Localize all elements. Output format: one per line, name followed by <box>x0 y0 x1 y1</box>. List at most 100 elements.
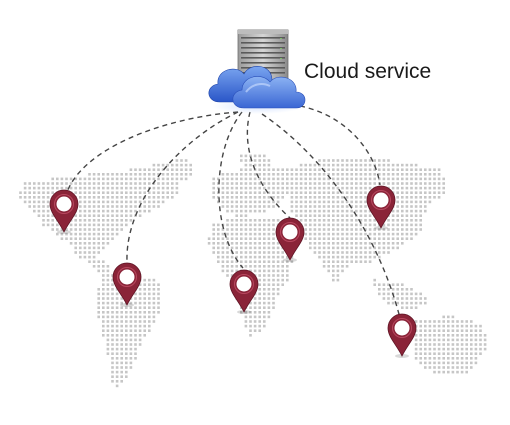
map-dot <box>281 255 284 259</box>
map-dot <box>359 196 363 199</box>
map-dot <box>327 246 330 250</box>
map-dot <box>442 315 445 319</box>
map-dot <box>465 324 468 328</box>
map-dot <box>129 311 133 314</box>
map-dot <box>166 186 169 190</box>
map-dot <box>272 297 275 300</box>
map-dot <box>327 191 330 194</box>
map-dot <box>111 352 114 355</box>
map-dot <box>115 384 119 388</box>
map-dot <box>235 228 238 231</box>
map-dot <box>240 200 243 204</box>
map-pin-icon-east-asia <box>366 185 396 230</box>
map-dot <box>69 182 73 185</box>
map-dot <box>419 320 422 323</box>
map-dot <box>212 228 215 231</box>
map-dot <box>327 228 330 231</box>
map-dot <box>470 320 473 323</box>
map-dot <box>226 205 229 208</box>
map-dot <box>474 361 478 365</box>
map-dot <box>42 196 45 199</box>
map-dot <box>327 265 330 268</box>
map-dot <box>230 209 234 213</box>
map-dot <box>405 292 409 296</box>
map-dot <box>322 159 326 162</box>
map-dot <box>97 301 100 305</box>
map-dot <box>23 186 27 190</box>
map-dot <box>120 338 123 342</box>
map-dot <box>368 209 372 213</box>
map-dot <box>304 205 307 208</box>
map-dot <box>318 209 321 213</box>
map-dot <box>240 214 243 217</box>
map-dot <box>350 196 353 199</box>
map-dot <box>171 186 174 190</box>
map-dot <box>111 223 114 227</box>
map-dot <box>148 315 151 319</box>
map-dot <box>433 370 436 374</box>
map-dot <box>465 370 468 374</box>
map-dot <box>79 246 82 250</box>
map-dot <box>304 237 307 240</box>
map-dot <box>263 177 266 181</box>
map-dot <box>382 232 386 236</box>
map-dot <box>309 219 312 222</box>
map-dot <box>148 191 151 194</box>
map-dot <box>226 182 229 185</box>
map-dot <box>387 297 390 300</box>
map-dot <box>442 343 445 346</box>
map-dot <box>115 347 119 351</box>
map-dot <box>295 209 298 213</box>
map-dot <box>281 177 284 181</box>
map-dot <box>92 255 96 259</box>
map-dot <box>106 352 110 355</box>
map-dot <box>134 347 137 351</box>
map-dot <box>129 329 133 332</box>
map-dot <box>336 219 340 222</box>
map-dot <box>410 196 413 199</box>
map-dot <box>345 237 349 240</box>
map-dot <box>226 255 229 259</box>
map-dot <box>97 242 100 245</box>
map-dot <box>424 182 427 185</box>
map-dot <box>410 292 413 296</box>
map-dot <box>442 357 445 360</box>
map-dot <box>267 274 271 277</box>
map-dot <box>111 357 114 360</box>
map-dot <box>322 251 326 254</box>
map-dot <box>79 223 82 227</box>
map-dot <box>332 232 335 236</box>
map-dot <box>97 288 100 291</box>
map-dot <box>184 173 188 176</box>
map-dot <box>106 232 110 236</box>
map-dot <box>258 269 261 273</box>
map-dot <box>359 163 363 167</box>
map-dot <box>249 168 252 171</box>
map-dot <box>134 292 137 296</box>
map-dot <box>258 315 261 319</box>
map-dot <box>217 255 220 259</box>
map-dot <box>281 274 284 277</box>
map-dot <box>286 278 289 282</box>
map-dot <box>235 177 238 181</box>
map-dot <box>111 228 114 231</box>
map-dot <box>134 301 137 305</box>
map-dot <box>263 260 266 263</box>
map-dot <box>226 274 229 277</box>
map-dot <box>267 200 271 204</box>
map-dot <box>414 297 418 300</box>
map-dot <box>69 186 73 190</box>
map-dot <box>143 329 146 332</box>
map-dot <box>309 200 312 204</box>
map-dot <box>405 301 409 305</box>
map-dot <box>125 214 128 217</box>
map-dot <box>115 343 119 346</box>
map-dot <box>286 177 289 181</box>
map-dot <box>171 163 174 167</box>
map-dot <box>368 223 372 227</box>
map-dot <box>355 260 358 263</box>
map-dot <box>479 347 482 351</box>
map-dot <box>249 154 252 158</box>
map-dot <box>235 173 238 176</box>
map-dot <box>304 228 307 231</box>
